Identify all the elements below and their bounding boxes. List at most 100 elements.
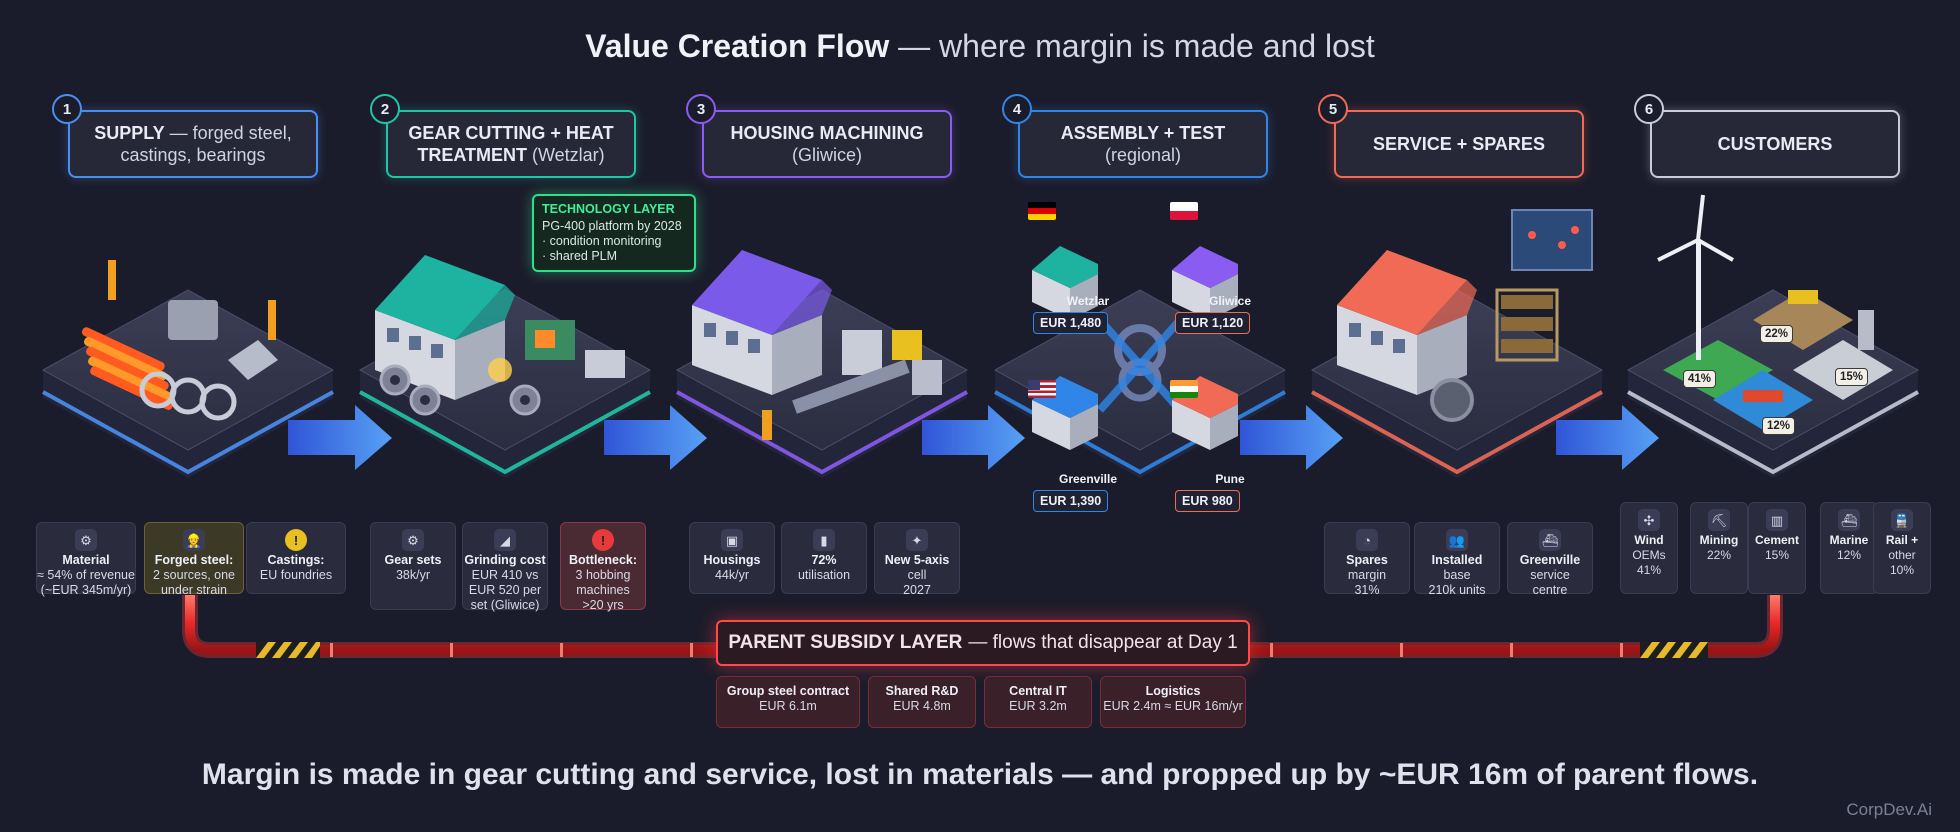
stage-note: (Wetzlar) [526, 145, 605, 165]
subsidy-item-title: Group steel contract [726, 684, 850, 698]
ship-icon: ⛴ [1838, 509, 1860, 531]
alert-icon: ! [592, 529, 614, 551]
card-line: cell [907, 568, 927, 582]
team-icon: 👷 [183, 529, 205, 551]
card-line: 12% [1836, 548, 1862, 562]
subsidy-item-value: EUR 4.8m [893, 699, 951, 713]
stage-number-badge: 3 [686, 94, 716, 124]
card-title: Castings: [267, 553, 325, 567]
platform-supply [41, 289, 335, 478]
card-line: margin [1347, 568, 1387, 582]
silo-icon: ▥ [1766, 509, 1788, 531]
footer-takeaway: Margin is made in gear cutting and servi… [201, 758, 1759, 791]
card-line: 41% [1636, 563, 1662, 577]
card-line: 2 sources, one [153, 568, 235, 582]
stage-header-5: SERVICE + SPARES [1334, 110, 1584, 178]
gear-icon [379, 320, 625, 416]
card-title: Wind [1634, 533, 1664, 547]
card-title: Grinding cost [464, 553, 546, 567]
de-flag-icon [1028, 202, 1056, 220]
supply-card: ⚙Material≈ 54% of revenue(~EUR 345m/yr) [36, 522, 136, 597]
stage-number-badge: 1 [52, 94, 82, 124]
card-line: EU foundries [259, 568, 333, 582]
service-factory-icon [1337, 250, 1477, 395]
flow-arrow [1240, 405, 1343, 470]
card-line: EUR 520 per [468, 583, 542, 597]
site-name: Wetzlar [1066, 294, 1110, 308]
card-line: under strain [160, 583, 227, 597]
people-icon: 👥 [1446, 529, 1468, 551]
card-title: Bottleneck: [568, 553, 638, 567]
grinder-icon: ◢ [494, 529, 516, 551]
supply-card: ! Castings:EU foundries [246, 522, 346, 594]
ship-icon: ⛴ [1539, 529, 1561, 551]
site-unit-cost: EUR 1,480 [1033, 312, 1109, 334]
card-line: 2027 [903, 583, 931, 597]
card-title: Gear sets [384, 553, 442, 567]
card-title: Housings [703, 553, 761, 567]
card-title: Installed [1431, 553, 1483, 567]
alert-icon: ! [285, 529, 307, 551]
cnc-machine-icon [762, 330, 942, 440]
stage-note: (regional) [1104, 145, 1182, 165]
page-title: Value Creation Flow — where margin is ma… [585, 28, 1375, 64]
card-line: 22% [1706, 548, 1732, 562]
site-unit-cost: EUR 980 [1175, 490, 1240, 512]
subsidy-item-title: Logistics [1145, 684, 1201, 698]
stage-number-badge: 6 [1634, 94, 1664, 124]
card-title: Greenville [1519, 553, 1581, 567]
site-unit-cost: EUR 1,390 [1033, 490, 1109, 512]
card-title: Cement [1754, 533, 1799, 547]
card-line: 31% [1354, 583, 1380, 597]
card-title: Spares [1346, 553, 1388, 567]
housing-card: ▮72%utilisation [781, 522, 867, 594]
stage-header-6: CUSTOMERS [1650, 110, 1900, 178]
technology-layer-line: · shared PLM [542, 249, 618, 263]
subsidy-pipe [182, 595, 1783, 658]
steel-bars-icon [81, 260, 278, 421]
card-line: 15% [1764, 548, 1790, 562]
in-flag-icon [1170, 380, 1198, 398]
parent-subsidy-banner: PARENT SUBSIDY LAYER — flows that disapp… [716, 620, 1250, 666]
wind-turbine-icon: ✣ [1638, 509, 1660, 531]
gear-icon: ⚙ [75, 529, 97, 551]
stage-number-badge: 2 [370, 94, 400, 124]
technology-layer-callout: TECHNOLOGY LAYER PG-400 platform by 2028… [532, 194, 696, 272]
site-name: Gliwice [1208, 294, 1252, 308]
gear-icon: ⚙ [402, 529, 424, 551]
stage-note: (Gliwice) [792, 145, 862, 165]
site-name: Pune [1215, 472, 1245, 486]
card-title: New 5-axis [884, 553, 950, 567]
subsidy-item-title: Shared R&D [885, 684, 959, 698]
card-line: centre [1532, 583, 1568, 597]
card-line: >20 yrs [582, 598, 624, 612]
card-line: utilisation [797, 568, 851, 582]
technology-layer-line: · condition monitoring [542, 234, 662, 248]
card-line: 3 hobbing [575, 568, 631, 582]
flow-arrow [1556, 405, 1659, 470]
customer-segments-icon [1657, 194, 1893, 430]
card-line: EUR 410 vs [471, 568, 539, 582]
stage-title: ASSEMBLY + TEST [1060, 123, 1226, 143]
customer-share-badge: 12% [1762, 417, 1796, 435]
stage-header-4: ASSEMBLY + TEST(regional) [1018, 110, 1268, 178]
chart-icon: ▮ [813, 529, 835, 551]
world-map-icon [1511, 209, 1593, 271]
subsidy-item-value: EUR 6.1m [759, 699, 817, 713]
flow-arrows [288, 405, 1659, 470]
housing-factory-icon [692, 250, 832, 395]
laser-icon: ✦ [906, 529, 928, 551]
